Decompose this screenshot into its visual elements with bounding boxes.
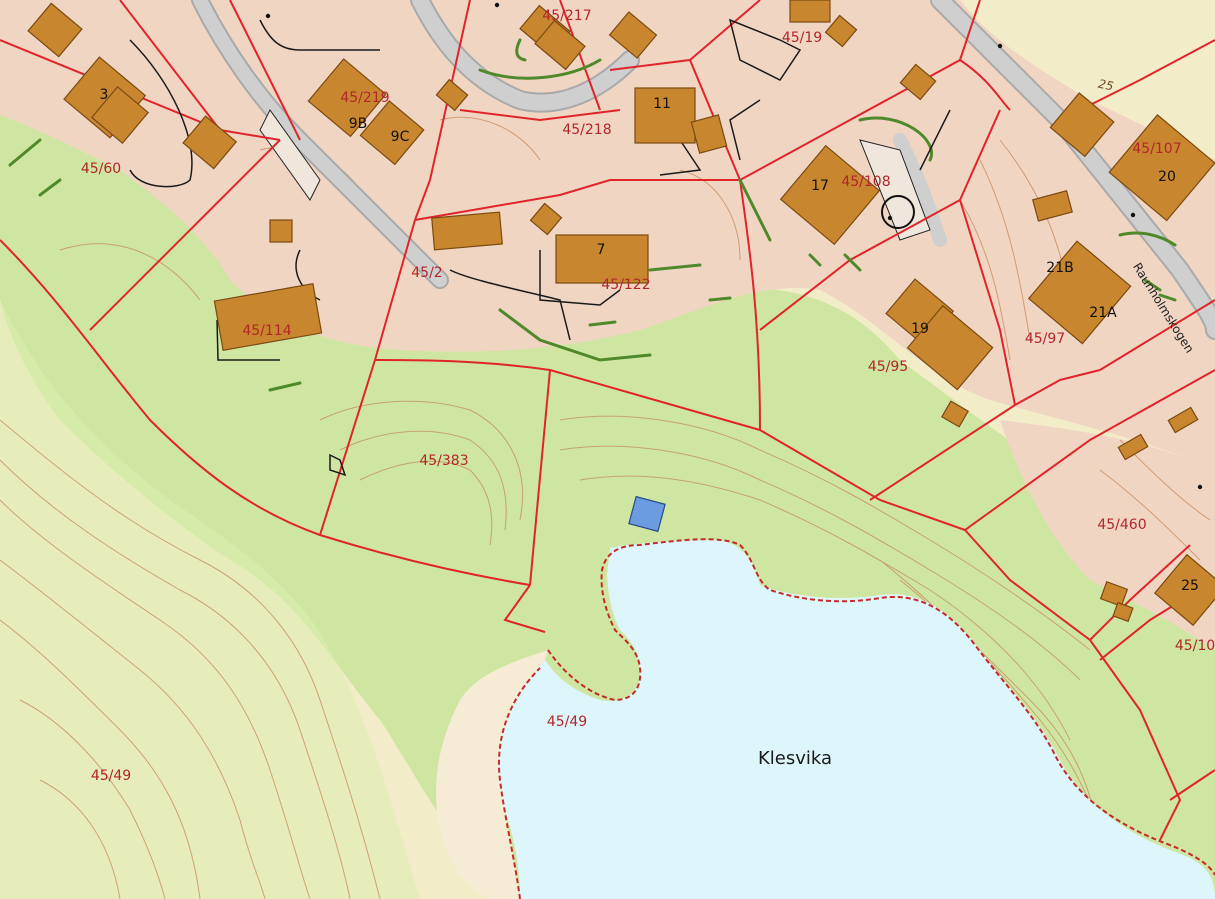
plot-label: 45/107 — [1132, 141, 1181, 157]
plot-label: 45/460 — [1097, 517, 1146, 533]
building — [435, 78, 469, 112]
driveways — [259, 109, 931, 241]
plot-label: 45/2 — [411, 265, 442, 281]
building — [608, 11, 658, 59]
house-number-label: 11 — [653, 96, 671, 112]
building — [1027, 240, 1132, 345]
building — [1031, 189, 1073, 222]
house-number-label: 9B — [349, 116, 368, 132]
house-number-label: 19 — [911, 321, 929, 337]
plot-label: 45/10 — [1175, 638, 1215, 654]
hedges — [8, 38, 1177, 392]
boathouse-building — [628, 495, 666, 533]
house-number-label: 3 — [100, 87, 109, 103]
buildings — [27, 0, 1215, 627]
beach-area — [436, 650, 548, 899]
building — [779, 144, 881, 246]
plot-label: 45/217 — [542, 8, 591, 24]
building — [307, 58, 387, 138]
building — [1153, 553, 1215, 627]
building — [529, 202, 563, 236]
building — [359, 100, 425, 166]
building — [213, 283, 323, 351]
building — [824, 14, 858, 48]
house-number-label: 17 — [811, 178, 829, 194]
water-area — [493, 540, 1215, 899]
building — [906, 304, 994, 391]
house-number-label: 9C — [391, 129, 410, 145]
plot-label: 45/95 — [868, 359, 908, 375]
roads — [191, 0, 1215, 340]
house-number-label: 20 — [1158, 169, 1176, 185]
building — [899, 63, 937, 101]
building — [1099, 581, 1129, 607]
plot-label: 45/122 — [601, 277, 650, 293]
house-number-label: 7 — [597, 242, 606, 258]
shoreline — [498, 538, 1215, 899]
building — [90, 85, 150, 145]
building — [534, 19, 586, 71]
plot-label: 45/19 — [782, 30, 822, 46]
building — [1112, 601, 1134, 623]
building — [182, 115, 238, 170]
contour-elevation-label: 25 — [1097, 77, 1115, 94]
house-number-label: 21B — [1046, 260, 1073, 276]
building — [269, 219, 293, 243]
building — [555, 234, 649, 284]
house-number-label: 21A — [1089, 305, 1117, 321]
house-number-label: 25 — [1181, 578, 1199, 594]
plot-label: 45/49 — [91, 768, 131, 784]
building — [1108, 114, 1215, 222]
plot-label: 45/108 — [841, 174, 890, 190]
plot-labels: 45/217 45/19 45/219 45/218 45/107 45/60 … — [81, 8, 1215, 784]
plot-label: 45/383 — [419, 453, 468, 469]
plot-label: 45/219 — [340, 90, 389, 106]
outline-features — [129, 18, 951, 477]
plot-label: 45/218 — [562, 122, 611, 138]
building — [1117, 433, 1149, 461]
plot-label: 45/60 — [81, 161, 121, 177]
building — [789, 0, 831, 23]
plot-label: 45/97 — [1025, 331, 1065, 347]
water-body-label: Klesvika — [758, 748, 832, 769]
building — [690, 114, 728, 154]
forest-lighter-area — [0, 300, 420, 899]
building — [634, 87, 696, 144]
building — [941, 400, 969, 428]
plot-label: 45/114 — [242, 323, 291, 339]
building — [1167, 406, 1199, 434]
building — [1049, 92, 1115, 158]
house-number-labels: 3 9B 9C 11 20 17 7 21B 21A 19 25 — [100, 87, 1199, 594]
building — [27, 2, 83, 58]
plot-label: 45/49 — [547, 714, 587, 730]
building — [431, 211, 503, 251]
point-markers — [265, 2, 1203, 490]
